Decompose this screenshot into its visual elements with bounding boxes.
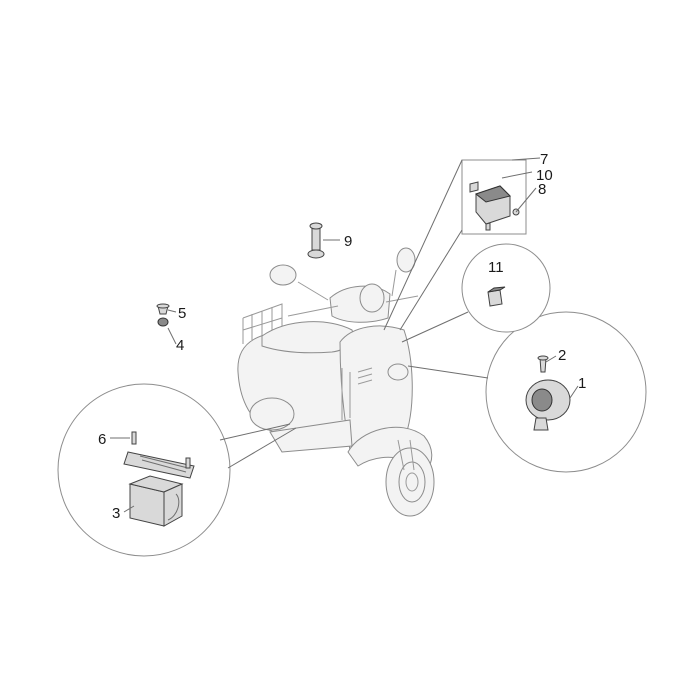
label-1: 1 <box>578 375 586 392</box>
leader-lines <box>110 157 579 513</box>
label-3: 3 <box>112 505 120 522</box>
label-10: 10 <box>536 167 553 184</box>
flasher-relay-detail <box>383 159 527 331</box>
bolt-9 <box>307 222 340 259</box>
label-11: 11 <box>488 259 504 276</box>
label-6: 6 <box>98 431 106 448</box>
horn-detail <box>407 311 647 473</box>
relay-11-detail <box>401 243 551 343</box>
label-7: 7 <box>540 151 548 168</box>
label-4: 4 <box>176 337 184 354</box>
label-9: 9 <box>344 233 352 250</box>
battery-detail <box>57 383 297 557</box>
label-8: 8 <box>538 181 546 198</box>
callout-labels: 1 2 3 4 5 6 7 8 9 10 11 <box>98 151 586 522</box>
label-2: 2 <box>558 347 566 364</box>
scooter-illustration <box>237 247 435 517</box>
screw-5-nut-4 <box>156 303 177 327</box>
label-5: 5 <box>178 305 186 322</box>
